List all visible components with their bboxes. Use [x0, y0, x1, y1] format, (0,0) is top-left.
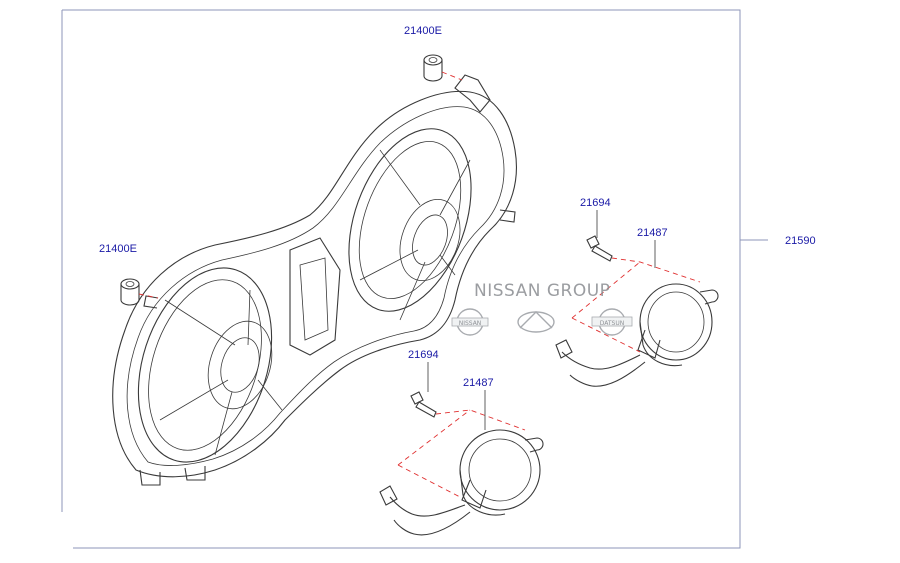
nissan-group-watermark: NISSAN GROUP NISSAN DATSUN [451, 281, 633, 336]
watermark-text: NISSAN GROUP [474, 281, 610, 301]
label-21487-upper: 21487 [637, 227, 668, 239]
diagram-frame [61, 9, 768, 549]
bolt-upper [586, 235, 613, 262]
leader-lower [397, 362, 526, 499]
nissan-logo: NISSAN [451, 308, 489, 336]
label-21400e-left: 21400E [99, 243, 137, 255]
motor-upper [555, 283, 719, 387]
leader-upper [571, 210, 701, 353]
label-21590: 21590 [785, 235, 816, 247]
motor-lower [379, 429, 544, 536]
grommet-left [120, 278, 159, 306]
svg-text:NISSAN: NISSAN [459, 320, 482, 327]
bolt-lower [410, 391, 437, 418]
datsun-logo: DATSUN [591, 308, 633, 336]
svg-text:DATSUN: DATSUN [600, 320, 625, 327]
infiniti-logo [517, 311, 555, 333]
label-21694-lower: 21694 [408, 349, 439, 361]
label-21694-upper: 21694 [580, 197, 611, 209]
grommet-top [423, 54, 463, 82]
fan-shroud [112, 74, 517, 486]
label-21487-lower: 21487 [463, 377, 494, 389]
label-21400e-top: 21400E [404, 25, 442, 37]
